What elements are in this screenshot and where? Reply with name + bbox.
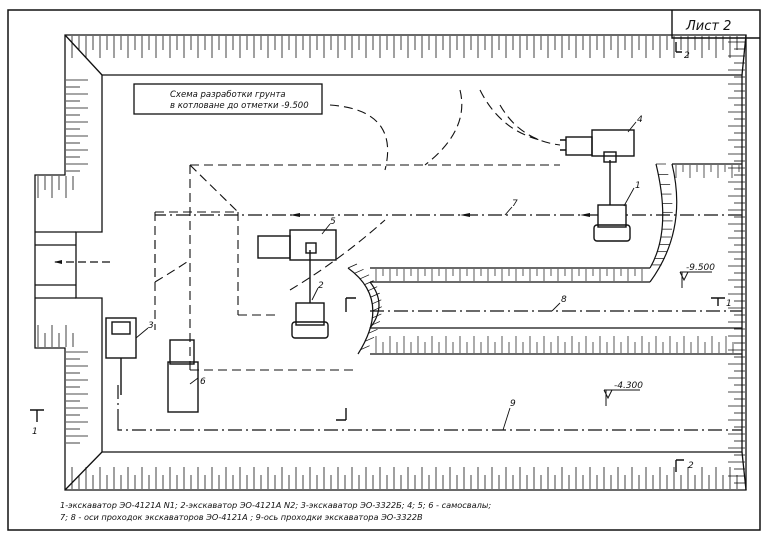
callout-9: 9 [510,399,516,409]
callout-leaders [135,121,637,431]
callout-3: 3 [148,321,154,331]
callout-7: 7 [512,199,518,209]
axis-arrows [54,213,590,264]
callout-5: 5 [330,217,336,227]
legend-line-2: 7; 8 - оси проходок экскаваторов ЭО-4121… [60,512,423,522]
title-box: Схема разработки грунта в котловане до о… [133,83,323,115]
section-mark-right: 1 [726,299,732,309]
callout-8: 8 [561,295,567,305]
bench-lines [347,163,742,355]
excavator-pass-axes [55,214,742,431]
scheme-title-line2: в котловане до отметки -9.500 [170,101,309,111]
elevation-mark-lower [603,389,640,406]
elevation-upper: -9.500 [686,263,715,273]
scheme-title-line1: Схема разработки грунта [170,90,286,100]
bench-hatching [347,163,740,353]
section-mark-bottom: 2 [688,461,694,471]
excavator-2 [291,242,329,339]
dump-truck-5 [257,229,337,261]
callout-1: 1 [635,181,641,191]
callout-2: 2 [318,281,324,291]
callout-4: 4 [637,115,643,125]
section-mark-left: 1 [32,427,38,437]
sheet-label: Лист 2 [685,19,731,34]
sheet-label-box: Лист 2 [671,10,760,39]
excavator-3 [105,317,137,395]
drawing-frame [7,9,761,531]
elevation-mark-upper [679,271,712,288]
section-marks [30,42,725,472]
truck-routes [154,89,561,371]
section-mark-top: 2 [684,51,690,61]
pit-outline [34,34,747,491]
excavator-1 [593,151,631,242]
dump-truck-6 [167,339,199,413]
elevation-lower: -4.300 [614,381,643,391]
legend-line-1: 1-экскаватор ЭО-4121А N1; 2-экскаватор Э… [60,500,491,510]
axis-9 [117,420,742,431]
dump-truck-4 [560,129,635,157]
slope-hatching [37,36,745,489]
callout-6: 6 [200,377,206,387]
